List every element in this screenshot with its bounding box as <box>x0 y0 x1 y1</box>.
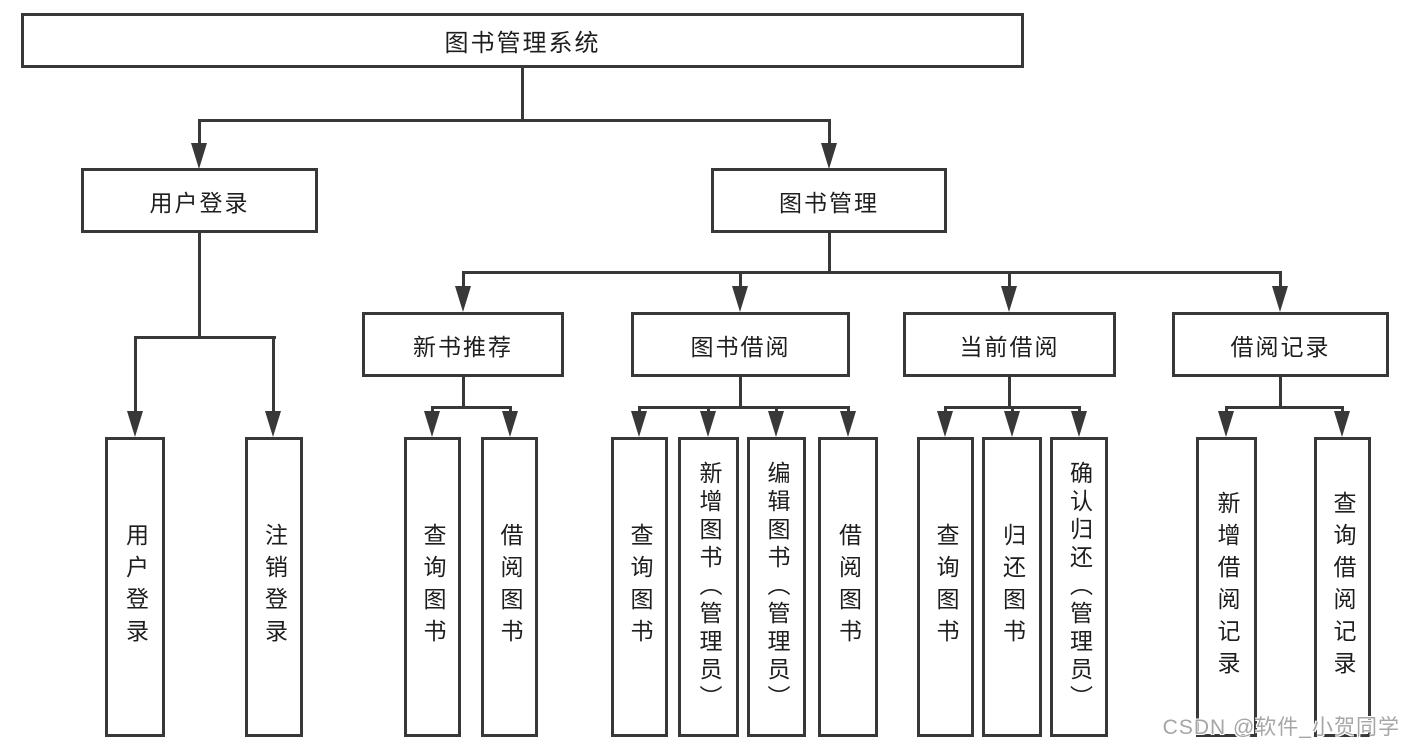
connector-line <box>272 336 275 411</box>
connector-line <box>707 406 710 412</box>
connector-line <box>1008 271 1011 286</box>
connector-line <box>1279 377 1282 409</box>
connector-line <box>739 377 742 409</box>
node-label: 查询图书 <box>420 523 446 651</box>
leaf-current-confirm-return-admin: 确认归还（管理员） <box>1050 437 1108 737</box>
leaf-borrowing-borrow-books: 借阅图书 <box>818 437 878 737</box>
arrow-down-icon <box>1334 411 1350 437</box>
node-user-login: 用户登录 <box>81 168 318 233</box>
node-label: 借阅图书 <box>835 523 862 651</box>
node-new-book-recommend: 新书推荐 <box>362 312 564 377</box>
connector-line <box>944 406 947 412</box>
node-book-borrowing: 图书借阅 <box>631 312 850 377</box>
node-label: 图书管理 <box>779 189 879 216</box>
leaf-borrowing-add-books-admin: 新增图书（管理员） <box>678 437 739 737</box>
leaf-borrowing-edit-books-admin: 编辑图书（管理员） <box>747 437 806 737</box>
arrow-down-icon <box>631 411 647 437</box>
arrow-down-icon <box>502 411 518 437</box>
connector-line <box>1225 406 1228 412</box>
connector-line <box>1078 406 1081 412</box>
node-system-root: 图书管理系统 <box>21 13 1024 68</box>
connector-line <box>828 119 831 143</box>
leaf-logout: 注销登录 <box>245 437 303 737</box>
arrow-down-icon <box>455 286 471 312</box>
connector-line <box>198 119 201 143</box>
arrow-down-icon <box>840 411 856 437</box>
connector-line <box>638 406 641 412</box>
connector-line <box>462 271 1282 274</box>
connector-line <box>1011 406 1014 412</box>
connector-line <box>462 377 465 409</box>
leaf-recommend-query-books: 查询图书 <box>404 437 461 737</box>
arrow-down-icon <box>191 143 207 169</box>
arrow-down-icon <box>1218 411 1234 437</box>
connector-line <box>198 119 831 122</box>
connector-line <box>828 233 831 274</box>
connector-line <box>1225 406 1344 409</box>
connector-line <box>198 233 201 339</box>
node-label: 归还图书 <box>999 523 1026 651</box>
node-label: 新增借阅记录 <box>1214 491 1240 683</box>
leaf-user-login: 用户登录 <box>105 437 165 737</box>
connector-line <box>431 406 434 412</box>
connector-line <box>134 336 276 339</box>
connector-line <box>1008 377 1011 409</box>
leaf-recommend-borrow-books: 借阅图书 <box>481 437 538 737</box>
arrow-down-icon <box>732 286 748 312</box>
node-label: 当前借阅 <box>959 333 1060 360</box>
node-label: 借阅图书 <box>497 523 523 651</box>
node-label: 注销登录 <box>261 523 288 651</box>
node-label: 查询图书 <box>627 523 653 651</box>
connector-line <box>1341 406 1344 412</box>
connector-line <box>509 406 512 412</box>
node-label: 编辑图书（管理员） <box>764 461 790 713</box>
csdn-watermark: CSDN @软件_小贺同学 <box>1162 716 1400 739</box>
leaf-current-return-books: 归还图书 <box>982 437 1042 737</box>
leaf-current-query-books: 查询图书 <box>917 437 974 737</box>
node-label: 用户登录 <box>149 189 250 216</box>
connector-line <box>462 271 465 286</box>
node-label: 图书借阅 <box>690 333 791 360</box>
node-label: 查询借阅记录 <box>1330 491 1356 683</box>
connector-line <box>638 406 850 409</box>
connector-line <box>1279 271 1282 286</box>
node-label: 借阅记录 <box>1230 333 1331 360</box>
arrow-down-icon <box>424 411 440 437</box>
arrow-down-icon <box>1071 411 1087 437</box>
node-book-management: 图书管理 <box>711 168 947 233</box>
leaf-records-query-record: 查询借阅记录 <box>1314 437 1371 737</box>
connector-line <box>739 271 742 286</box>
connector-line <box>847 406 850 412</box>
node-current-borrowing: 当前借阅 <box>903 312 1116 377</box>
arrow-down-icon <box>700 411 716 437</box>
node-label: 图书管理系统 <box>444 30 601 57</box>
connector-line <box>431 406 512 409</box>
connector-line <box>775 406 778 412</box>
arrow-down-icon <box>768 411 784 437</box>
node-label: 查询图书 <box>933 523 959 651</box>
node-label: 新增图书（管理员） <box>696 461 722 713</box>
node-borrowing-records: 借阅记录 <box>1172 312 1389 377</box>
arrow-down-icon <box>937 411 953 437</box>
arrow-down-icon <box>1001 286 1017 312</box>
node-label: 新书推荐 <box>413 333 513 360</box>
leaf-borrowing-query-books: 查询图书 <box>611 437 668 737</box>
arrow-down-icon <box>1004 411 1020 437</box>
arrow-down-icon <box>127 411 143 437</box>
node-label: 确认归还（管理员） <box>1066 461 1093 713</box>
connector-line <box>134 336 137 411</box>
leaf-records-add-record: 新增借阅记录 <box>1196 437 1257 737</box>
node-label: 用户登录 <box>122 523 149 651</box>
arrow-down-icon <box>265 411 281 437</box>
connector-line <box>521 68 524 122</box>
arrow-down-icon <box>1272 286 1288 312</box>
arrow-down-icon <box>821 143 837 169</box>
